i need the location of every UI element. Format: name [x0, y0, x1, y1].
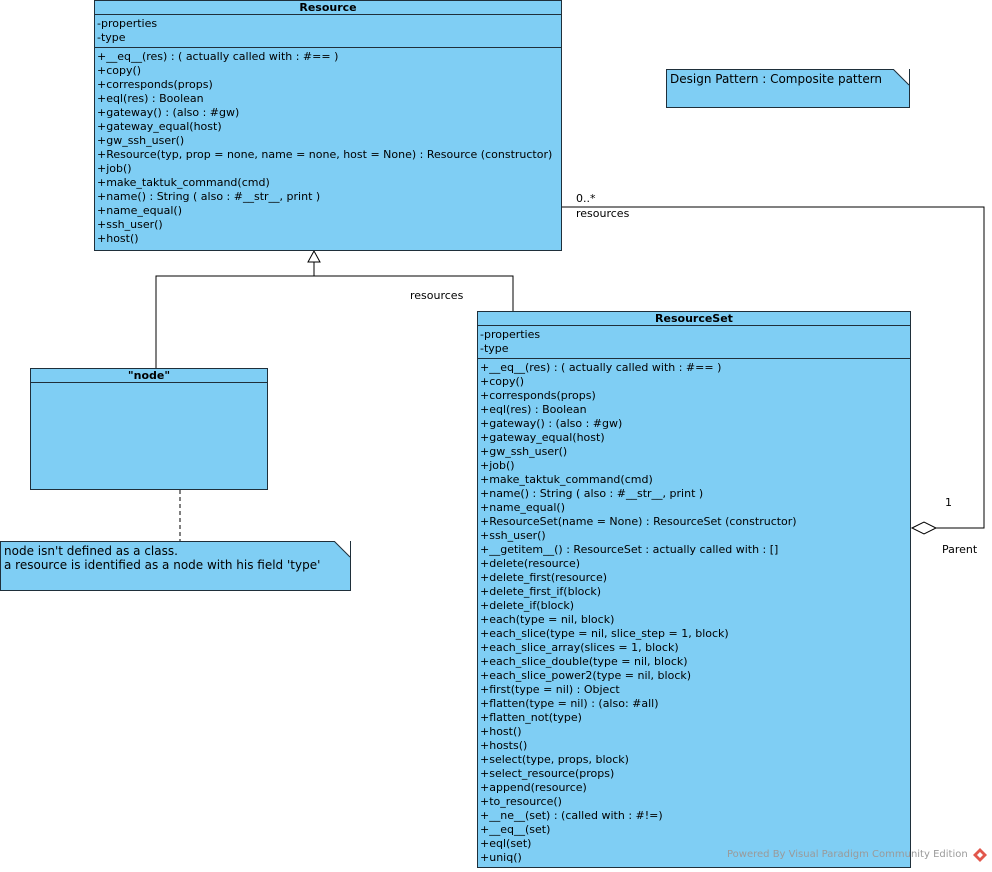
- operation: +name_equal(): [97, 204, 183, 217]
- resource-class[interactable]: Resource -properties -type +__eq__(res) …: [94, 0, 562, 251]
- operation: +uniq(): [480, 851, 522, 864]
- operation: +__eq__(res) : ( actually called with : …: [480, 361, 722, 374]
- operation: +__getitem__() : ResourceSet : actually …: [480, 543, 779, 556]
- resource-operations: +__eq__(res) : ( actually called with : …: [95, 48, 561, 248]
- operation: +gw_ssh_user(): [97, 134, 185, 147]
- node-note-line1: node isn't defined as a class.: [4, 544, 178, 558]
- operation: +select(type, props, block): [480, 753, 629, 766]
- resourceset-attributes: -properties -type: [478, 326, 910, 359]
- operation: +flatten(type = nil) : (also: #all): [480, 697, 659, 710]
- resource-attributes: -properties -type: [95, 15, 561, 48]
- resourceset-class[interactable]: ResourceSet -properties -type +__eq__(re…: [477, 311, 911, 868]
- operation: +job(): [97, 162, 132, 175]
- attribute: -type: [97, 31, 126, 44]
- visual-paradigm-logo-icon: [973, 848, 987, 862]
- operation: +job(): [480, 459, 515, 472]
- operation: +name() : String ( also : #__str__, prin…: [480, 487, 704, 500]
- operation: +make_taktuk_command(cmd): [97, 176, 270, 189]
- operation: +first(type = nil) : Object: [480, 683, 620, 696]
- generalization-label: resources: [410, 289, 464, 302]
- operation: +eql(res) : Boolean: [97, 92, 204, 105]
- operation: +gw_ssh_user(): [480, 445, 568, 458]
- resourceset-operations: +__eq__(res) : ( actually called with : …: [478, 359, 910, 867]
- operation: +ssh_user(): [480, 529, 546, 542]
- operation: +name() : String ( also : #__str__, prin…: [97, 190, 321, 203]
- operation: +copy(): [480, 375, 525, 388]
- operation: +corresponds(props): [97, 78, 213, 91]
- operation: +host(): [97, 232, 139, 245]
- node-class[interactable]: "node": [30, 368, 268, 490]
- operation: +each_slice_double(type = nil, block): [480, 655, 688, 668]
- attribute: -properties: [480, 328, 541, 341]
- note-fold-icon: [893, 69, 910, 86]
- operation: +name_equal(): [480, 501, 566, 514]
- operation: +each_slice(type = nil, slice_step = 1, …: [480, 627, 729, 640]
- resource-class-title: Resource: [95, 1, 561, 15]
- aggregation-diamond: [910, 521, 938, 535]
- design-pattern-note-text: Design Pattern : Composite pattern: [670, 72, 883, 86]
- node-class-title: "node": [31, 369, 267, 383]
- operation: +__ne__(set) : (called with : #!=): [480, 809, 663, 822]
- aggregation-line: [561, 206, 985, 529]
- operation: +delete_first_if(block): [480, 585, 602, 598]
- operation: +make_taktuk_command(cmd): [480, 473, 653, 486]
- footer-text: Powered By Visual Paradigm Community Edi…: [727, 849, 968, 860]
- multiplicity-one-label: 1: [945, 496, 952, 509]
- operation: +flatten_not(type): [480, 711, 582, 724]
- operation: +append(resource): [480, 781, 587, 794]
- operation: +gateway() : (also : #gw): [97, 106, 240, 119]
- multiplicity-many-label: 0..*: [576, 192, 596, 205]
- operation: +__eq__(res) : ( actually called with : …: [97, 50, 339, 63]
- operation: +Resource(typ, prop = none, name = none,…: [97, 148, 553, 161]
- operation: +__eq__(set): [480, 823, 551, 836]
- operation: +delete_if(block): [480, 599, 575, 612]
- operation: +each_slice_array(slices = 1, block): [480, 641, 679, 654]
- operation: +gateway() : (also : #gw): [480, 417, 623, 430]
- generalization-line-resourceset: [313, 262, 514, 311]
- operation: +to_resource(): [480, 795, 562, 808]
- operation: +select_resource(props): [480, 767, 615, 780]
- operation: +host(): [480, 725, 522, 738]
- operation: +each(type = nil, block): [480, 613, 615, 626]
- operation: +hosts(): [480, 739, 528, 752]
- operation: +delete_first(resource): [480, 571, 608, 584]
- role-resources-label: resources: [576, 207, 630, 220]
- attribute: -properties: [97, 17, 158, 30]
- operation: +corresponds(props): [480, 389, 596, 402]
- resourceset-class-title: ResourceSet: [478, 312, 910, 326]
- generalization-arrowhead: [307, 249, 321, 263]
- operation: +copy(): [97, 64, 142, 77]
- footer-watermark: Powered By Visual Paradigm Community Edi…: [727, 849, 968, 860]
- node-explanation-note[interactable]: node isn't defined as a class. a resourc…: [0, 541, 351, 591]
- operation: +gateway_equal(host): [97, 120, 222, 133]
- operation: +each_slice_power2(type = nil, block): [480, 669, 692, 682]
- operation: +eql(res) : Boolean: [480, 403, 587, 416]
- operation: +gateway_equal(host): [480, 431, 605, 444]
- operation: +ssh_user(): [97, 218, 163, 231]
- design-pattern-note[interactable]: Design Pattern : Composite pattern: [666, 69, 910, 108]
- attribute: -type: [480, 342, 509, 355]
- role-parent-label: Parent: [942, 543, 978, 556]
- operation: +ResourceSet(name = None) : ResourceSet …: [480, 515, 797, 528]
- note-fold-icon: [334, 541, 351, 558]
- operation: +delete(resource): [480, 557, 581, 570]
- operation: +eql(set): [480, 837, 532, 850]
- generalization-line-node: [155, 275, 314, 368]
- node-note-line2: a resource is identified as a node with …: [4, 558, 321, 572]
